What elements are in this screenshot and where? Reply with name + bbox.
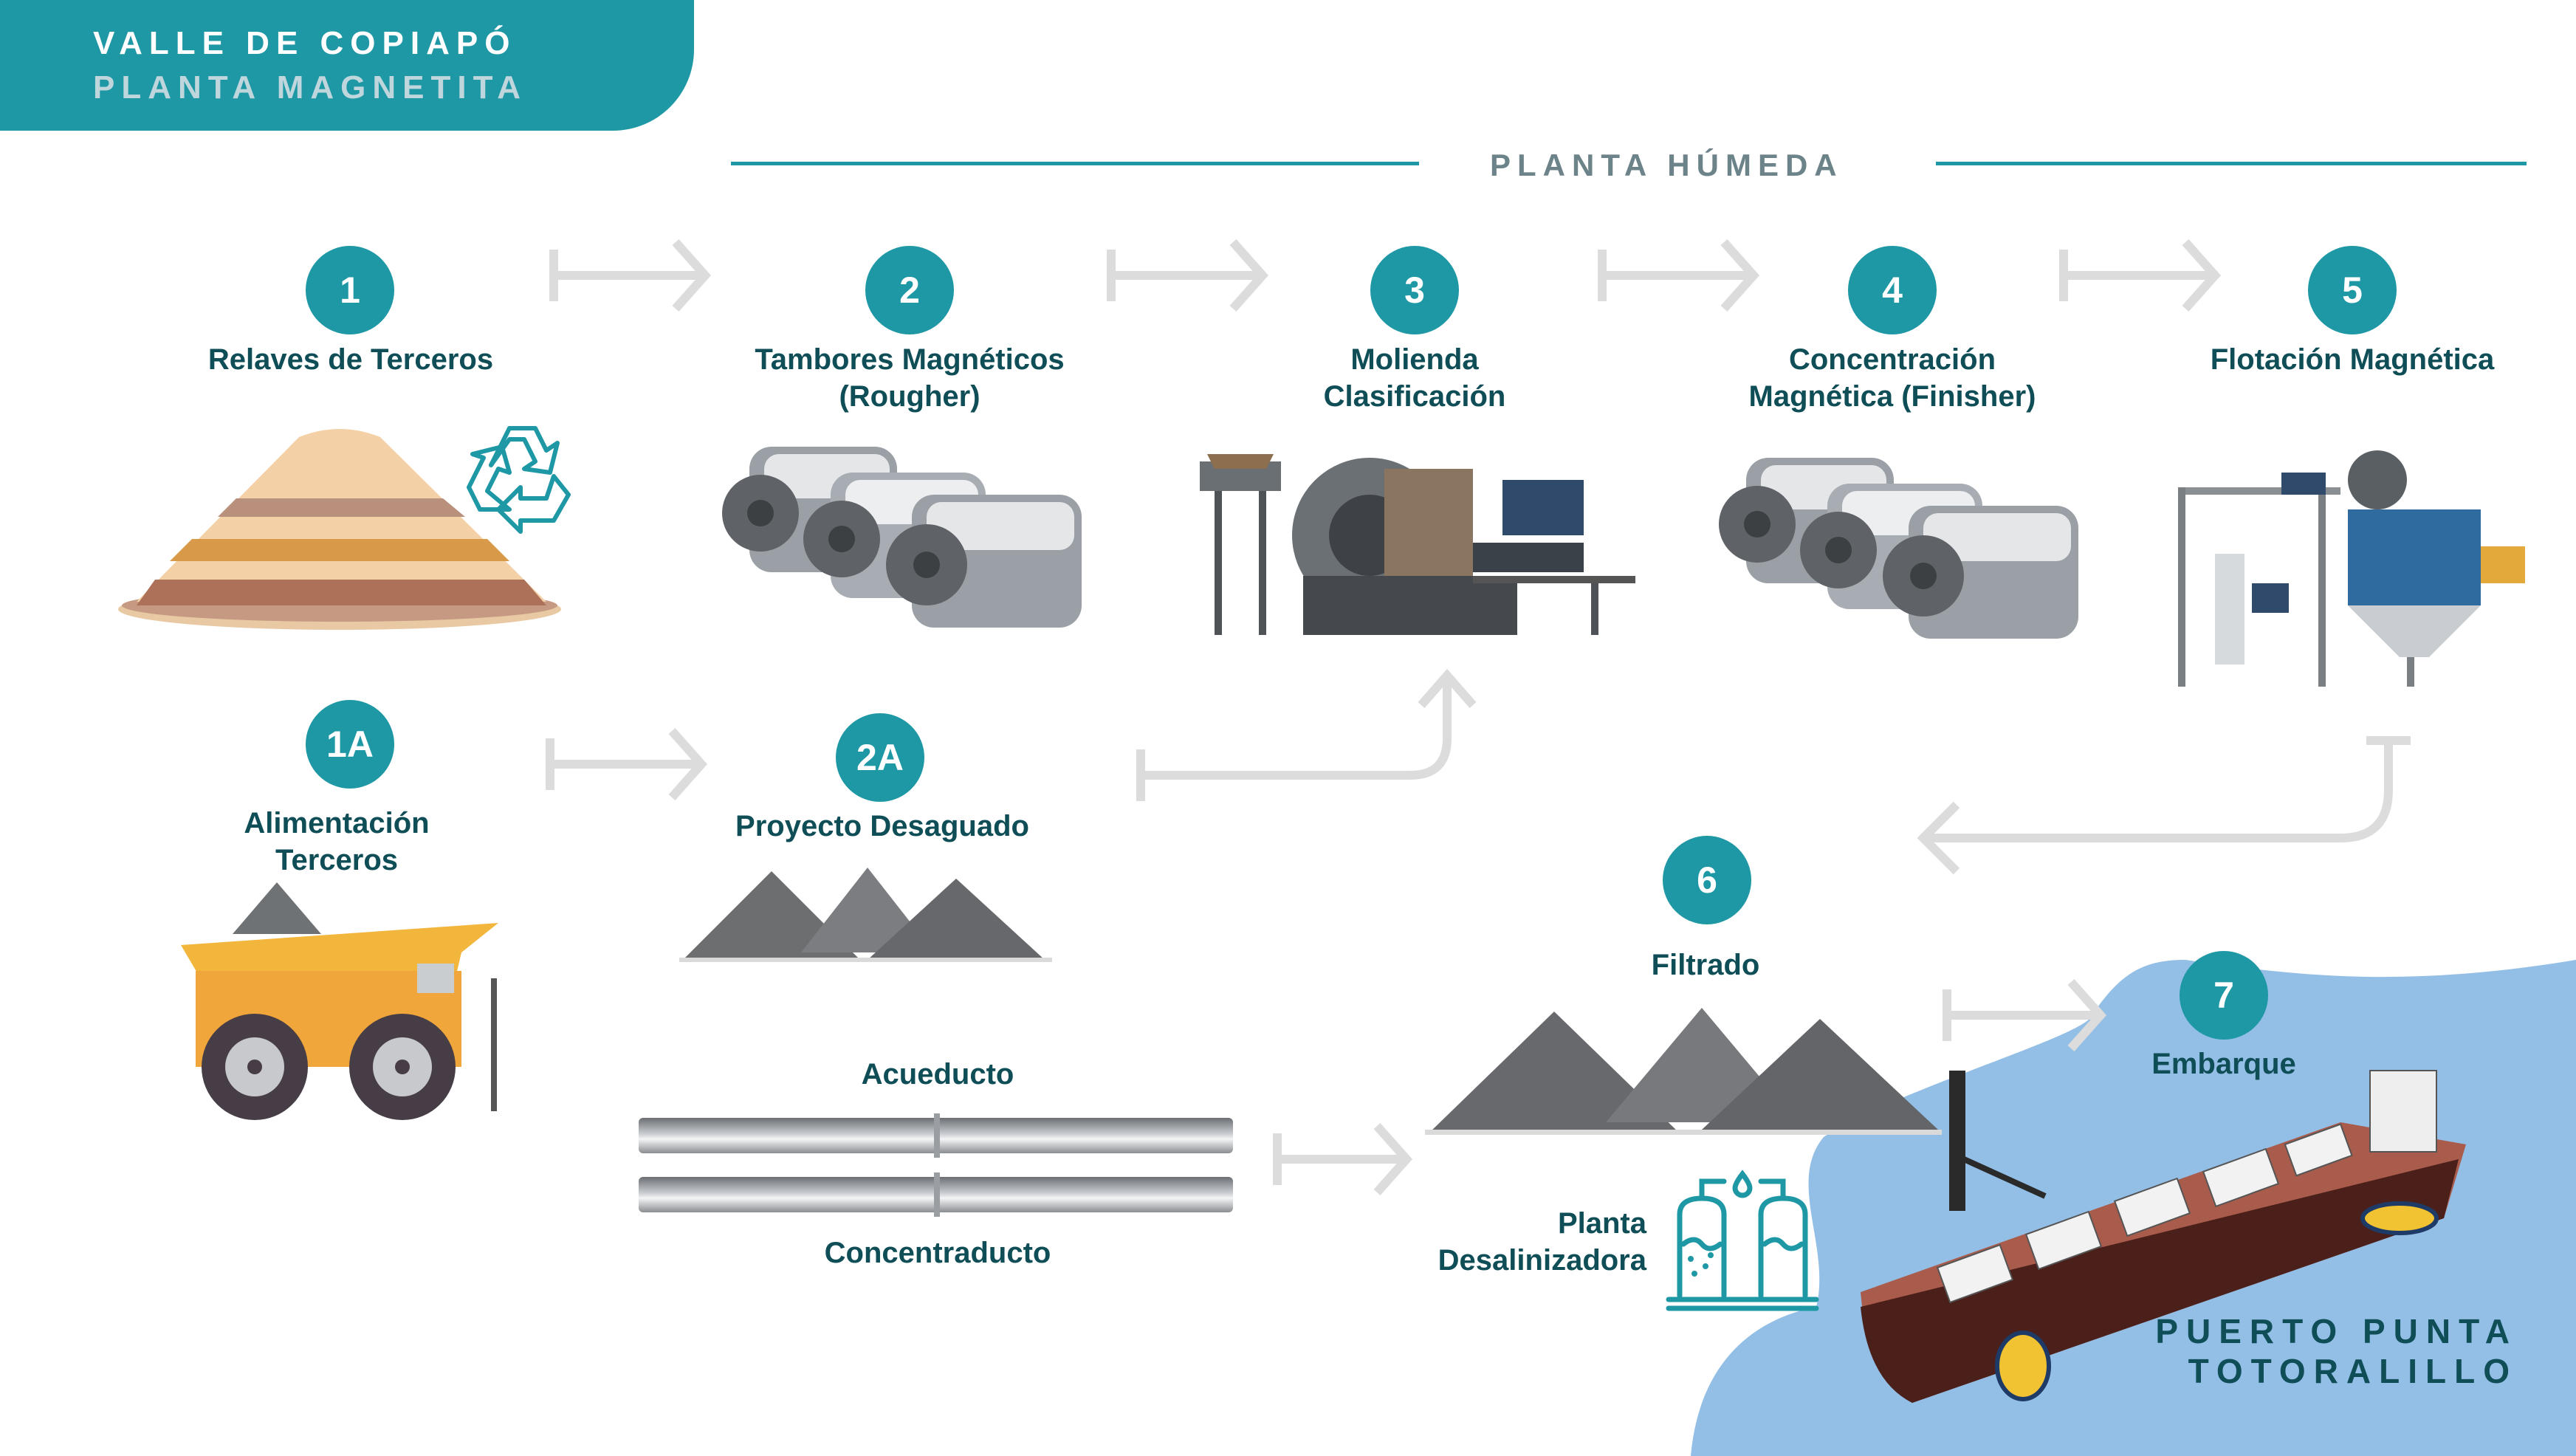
port-name-line1: PUERTO PUNTA — [2155, 1312, 2518, 1350]
pipeline-label-top: Acueducto — [861, 1058, 1014, 1091]
step-badge-6: 6 — [1663, 836, 1751, 924]
section-divider-left — [731, 162, 1419, 165]
arrow-3-to-4 — [1598, 239, 1760, 312]
filtered-ore-piles-image — [1425, 1008, 1942, 1135]
desalination-label-line1: Planta — [1557, 1207, 1646, 1240]
port-name-line2: TOTORALILLO — [2188, 1352, 2518, 1390]
arrow-2a-to-3 — [1136, 668, 1477, 801]
recycle-icon — [467, 426, 571, 534]
step-badge-1a: 1A — [306, 700, 394, 789]
desalination-label-line2: Desalinizadora — [1438, 1244, 1646, 1277]
header-banner — [0, 0, 694, 131]
step-label-1a-line2: Terceros — [275, 844, 398, 876]
pipeline-label-bottom: Concentraducto — [824, 1237, 1051, 1269]
port-name: PUERTO PUNTA TOTORALILLO — [2097, 1311, 2518, 1391]
step-label-4-line2: Magnética (Finisher) — [1748, 380, 2036, 413]
step-label-4: Concentración Magnética (Finisher) — [1671, 341, 2114, 415]
mining-truck-image — [181, 882, 498, 1120]
step-label-6: Filtrado — [1651, 949, 1760, 981]
arrow-6-to-7 — [1943, 979, 2107, 1051]
arrow-5-to-6 — [1917, 736, 2411, 875]
tailings-pile-image — [118, 429, 561, 630]
step-label-2-line1: Tambores Magnéticos — [755, 343, 1065, 376]
step-label-1: Relaves de Terceros — [207, 343, 494, 376]
step-label-1a-line1: Alimentación — [244, 807, 430, 839]
step-label-3-line1: Molienda — [1350, 343, 1479, 376]
magnetic-drums-image-2 — [1719, 458, 2078, 639]
step-label-5: Flotación Magnética — [2210, 343, 2495, 376]
step-label-1a: Alimentación Terceros — [152, 805, 521, 879]
arrow-pipes-to-6 — [1273, 1123, 1413, 1195]
arrow-4-to-5 — [2059, 239, 2222, 312]
flotation-plant-image — [2178, 450, 2525, 687]
step-badge-2: 2 — [865, 246, 954, 334]
step-badge-7: 7 — [2180, 951, 2268, 1040]
step-label-4-line1: Concentración — [1788, 343, 1996, 376]
step-badge-2a: 2A — [836, 713, 924, 802]
pipelines-image — [639, 1113, 1233, 1217]
step-badge-1: 1 — [306, 246, 394, 334]
step-label-3-line2: Clasificación — [1323, 380, 1506, 413]
step-label-2: Tambores Magnéticos (Rougher) — [688, 341, 1131, 415]
magnetic-drums-image — [722, 447, 1082, 628]
step-label-3: Molienda Clasificación — [1230, 341, 1599, 415]
step-label-2a: Proyecto Desaguado — [735, 810, 1029, 842]
step-badge-5: 5 — [2308, 246, 2397, 334]
ore-piles-image — [679, 868, 1052, 962]
step-badge-4: 4 — [1848, 246, 1937, 334]
arrow-1-to-2 — [549, 239, 712, 312]
step-label-7: Embarque — [2151, 1048, 2296, 1080]
header-title-line1: VALLE DE COPIAPÓ — [93, 25, 517, 61]
bulk-carrier-ship-image — [1861, 1070, 2466, 1403]
section-divider-right — [1936, 162, 2527, 165]
arrow-1a-to-2a — [546, 728, 708, 800]
section-title: PLANTA HÚMEDA — [1490, 148, 1844, 182]
header-title-line2: PLANTA MAGNETITA — [93, 69, 528, 106]
arrow-2-to-3 — [1107, 239, 1269, 312]
desalination-label: Planta Desalinizadora — [1329, 1205, 1646, 1279]
step-badge-3: 3 — [1370, 246, 1459, 334]
grinding-mill-image — [1200, 454, 1635, 635]
step-label-2-line2: (Rougher) — [839, 380, 980, 413]
desalination-plant-icon — [1666, 1170, 1819, 1311]
